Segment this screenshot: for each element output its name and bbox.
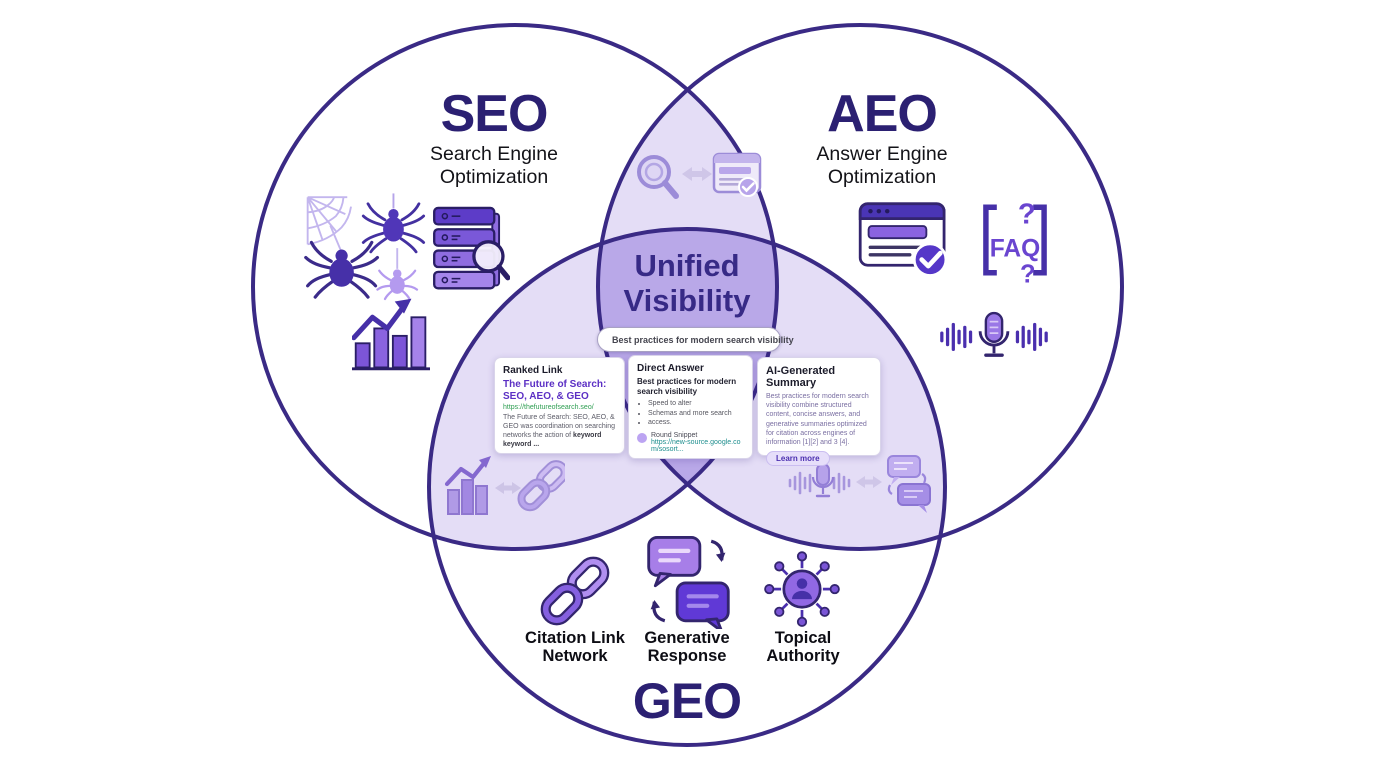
answer-bullet: access. [648,418,744,427]
generative-response-icon [647,536,730,629]
card-header: Ranked Link [503,365,563,376]
result-snippet: The Future of Search: SEO, AEO, & GEO wa… [503,413,616,449]
seo-circle [251,23,779,551]
result-url: https://thefutureofsearch.seo/ [503,404,594,411]
card-header: AI-Generated Summary [766,365,836,389]
summary-text: Best practices for modern search visibil… [766,393,869,447]
server-index-icon [433,206,510,290]
answer-source: Round Snippet https://new-source.google.… [637,432,744,453]
answer-bullets: Speed to alter Schemas and more search a… [637,399,744,427]
source-avatar [637,432,647,443]
result-title-link[interactable]: The Future of Search: SEO, AEO, & GEO [503,379,607,402]
source-name: Round Snippet [651,431,698,439]
aeo-subtitle: Answer Engine Optimization [816,143,948,188]
topical-authority-icon [764,551,840,627]
unified-visibility-title: Unified Visibility [623,248,751,319]
svg-text:?: ? [1020,261,1036,284]
source-url[interactable]: https://new-source.google.com/sosort... [651,438,741,453]
search-to-snippet-sync-icon [637,152,762,199]
result-snippet-bold: keyword keyword ... [503,432,602,449]
search-bar[interactable]: Best practices for modern search visibil… [597,327,794,352]
svg-text:FAQ: FAQ [990,235,1040,262]
answer-lead: Best practices for modern search visibil… [637,377,737,396]
search-query-text: Best practices for modern search visibil… [612,334,794,345]
seo-title: SEO [440,85,549,143]
rank-chart-icon [352,298,430,371]
answer-bullet: Schemas and more search [648,409,744,418]
aeo-title: AEO [827,85,938,143]
learn-more-button[interactable]: Learn more [766,451,830,467]
citation-link-icon [540,556,610,626]
voice-search-icon [940,311,1048,357]
geo-label-citation: Citation Link Network [525,629,625,666]
seo-subtitle: Search Engine Optimization [430,143,558,188]
answer-bullet: Speed to alter [648,399,744,408]
direct-answer-card: Direct Answer Best practices for modern … [628,355,753,459]
snippet-check-icon [858,202,948,277]
ai-summary-card: AI-Generated Summary Best practices for … [757,357,881,467]
result-snippet-text: The Future of Search: SEO, AEO, & GEO wa… [503,414,616,440]
geo-circle [427,227,947,747]
svg-text:?: ? [1018,199,1036,231]
geo-title: GEO [632,673,742,729]
geo-label-generative: Generative Response [644,629,730,666]
faq-brackets-icon: ? FAQ ? [983,199,1047,284]
spider-crawlers-icon [304,193,426,301]
ranked-link-card: Ranked Link The Future of Search: SEO, A… [494,357,625,454]
rank-to-link-sync-icon [444,456,565,515]
aeo-circle [596,23,1124,551]
voice-to-chat-sync-icon [788,455,931,513]
card-header: Direct Answer [637,363,704,374]
geo-label-topical: Topical Authority [766,629,840,666]
